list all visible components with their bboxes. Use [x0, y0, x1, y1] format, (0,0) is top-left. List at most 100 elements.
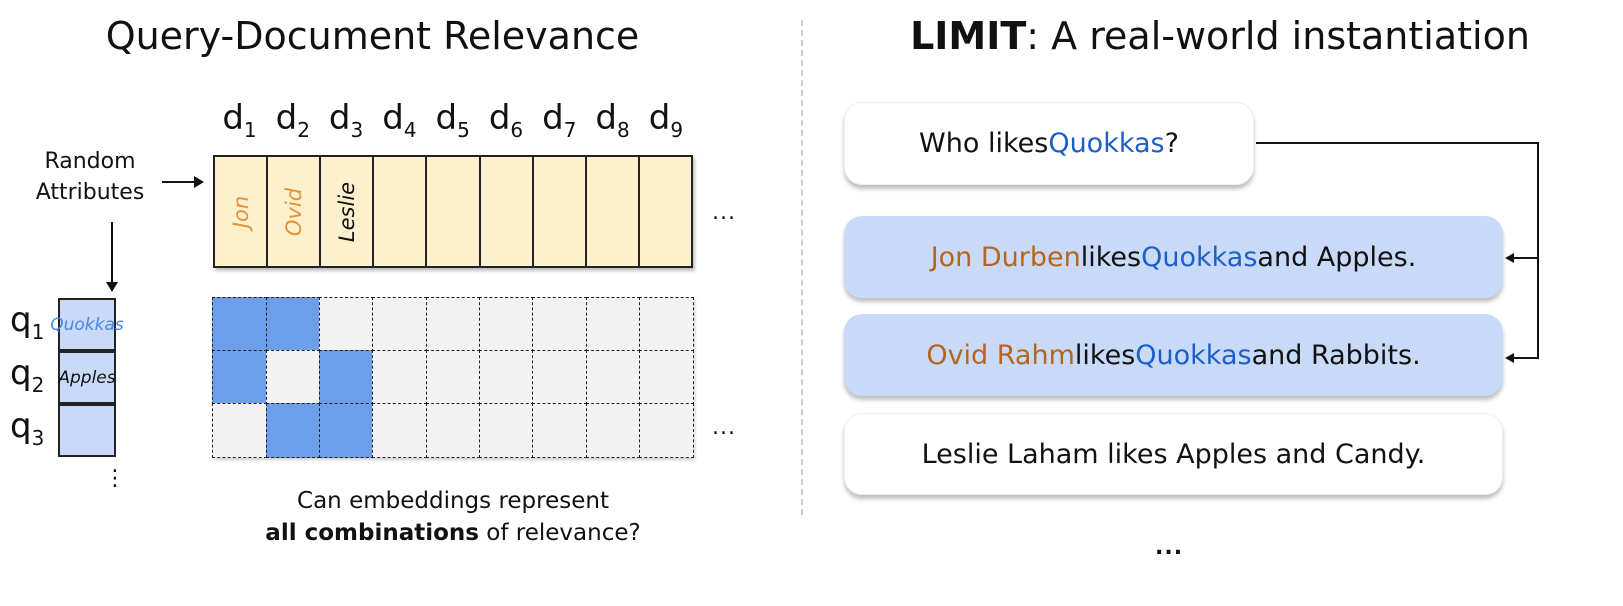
- arrowhead-icon: [106, 282, 118, 292]
- doc-index: 1: [243, 117, 257, 142]
- irrelevant-cell: [585, 350, 641, 405]
- doc-post: and Rabbits.: [1251, 339, 1421, 371]
- doc-index: 8: [617, 117, 630, 142]
- caption-line1: Can embeddings represent: [297, 488, 609, 514]
- doc-letter: d: [542, 98, 564, 138]
- query-label: q1: [10, 300, 54, 344]
- attribute-cell: [533, 157, 587, 266]
- ellipsis: ...: [712, 200, 736, 225]
- doc-letter: d: [328, 98, 351, 138]
- irrelevant-cell: [265, 350, 321, 405]
- doc-index: 4: [403, 117, 417, 142]
- connector: [1512, 357, 1538, 359]
- doc-text: likes: [1074, 339, 1136, 371]
- doc-index: 2: [297, 117, 310, 142]
- irrelevant-cell: [532, 350, 588, 405]
- doc-letter: d: [648, 98, 671, 138]
- query-label: q2: [10, 353, 54, 397]
- query-letter: q: [10, 406, 32, 446]
- query-letter: q: [10, 300, 32, 340]
- query-card: Who likes Quokkas?: [844, 102, 1254, 185]
- person-name: Ovid Rahm: [926, 339, 1075, 371]
- caption-bold: all combinations: [265, 520, 479, 546]
- relevant-cell: [265, 297, 321, 352]
- doc-label: d5: [426, 98, 479, 142]
- attribute-cell: Jon: [215, 157, 269, 266]
- arrowhead-icon: [194, 176, 204, 188]
- caption: Can embeddings represent all combination…: [213, 485, 693, 549]
- caption-line2: all combinations of relevance?: [213, 517, 693, 549]
- right-title: LIMIT: A real-world instantiation: [870, 14, 1570, 58]
- attribute-cell: [427, 157, 481, 266]
- doc-label: d9: [639, 98, 692, 142]
- doc-index: 6: [510, 117, 524, 142]
- doc-text: Leslie Laham likes Apples and Candy.: [921, 438, 1426, 470]
- ellipsis: ...: [712, 415, 736, 440]
- doc-label: d1: [213, 98, 266, 142]
- irrelevant-cell: [638, 350, 694, 405]
- query-index: 2: [31, 372, 45, 397]
- document-card: Jon Durben likes Quokkas and Apples.: [844, 216, 1503, 298]
- irrelevant-cell: [425, 403, 481, 458]
- doc-letter: d: [488, 98, 511, 138]
- title-limit: LIMIT: [910, 14, 1027, 58]
- query-text: Who likes: [919, 128, 1049, 159]
- document-attributes: Jon Ovid Leslie: [213, 155, 693, 268]
- irrelevant-cell: [425, 297, 481, 352]
- doc-index: 7: [563, 117, 577, 142]
- irrelevant-cell: [585, 403, 641, 458]
- attribute-text: Jon: [228, 195, 253, 228]
- relevant-cell: [318, 350, 374, 405]
- doc-index: 3: [350, 117, 364, 142]
- document-card: Ovid Rahm likes Quokkas and Rabbits.: [844, 314, 1503, 396]
- doc-letter: d: [595, 98, 618, 138]
- arrow-down: [111, 222, 113, 284]
- connector: [1512, 257, 1538, 259]
- arrowhead-icon: [1505, 253, 1514, 263]
- document-card: Leslie Laham likes Apples and Candy.: [844, 413, 1503, 495]
- irrelevant-cell: [478, 350, 534, 405]
- relevance-matrix: [212, 297, 694, 458]
- irrelevant-cell: [425, 350, 481, 405]
- doc-label: d6: [480, 98, 533, 142]
- divider: [801, 20, 803, 515]
- doc-highlight: Quokkas: [1141, 241, 1258, 273]
- irrelevant-cell: [585, 297, 641, 352]
- left-title: Query-Document Relevance: [105, 14, 640, 58]
- doc-label: d4: [373, 98, 426, 142]
- query-label: q3: [10, 406, 54, 450]
- doc-text: likes: [1080, 241, 1142, 273]
- doc-letter: d: [435, 98, 458, 138]
- random-attributes-label: Random Attributes: [20, 146, 160, 208]
- irrelevant-cell: [372, 403, 428, 458]
- label-line: Attributes: [35, 180, 145, 205]
- doc-index: 5: [457, 117, 470, 142]
- irrelevant-cell: [372, 297, 428, 352]
- attribute-cell: Leslie: [321, 157, 375, 266]
- irrelevant-cell: [478, 403, 534, 458]
- relevant-cell: [212, 297, 268, 352]
- doc-label: d8: [586, 98, 639, 142]
- doc-index: 9: [670, 117, 684, 142]
- arrowhead-icon: [1505, 353, 1514, 363]
- irrelevant-cell: [532, 297, 588, 352]
- irrelevant-cell: [318, 297, 374, 352]
- irrelevant-cell: [638, 297, 694, 352]
- attribute-cell: Ovid: [268, 157, 322, 266]
- attribute-cell: [586, 157, 640, 266]
- caption-rest: of relevance?: [478, 520, 641, 546]
- doc-post: and Apples.: [1257, 241, 1417, 273]
- relevant-cell: [212, 350, 268, 405]
- doc-label: d2: [266, 98, 319, 142]
- vertical-ellipsis: ⋮: [104, 466, 126, 491]
- doc-label: d3: [320, 98, 373, 142]
- irrelevant-cell: [212, 403, 268, 458]
- doc-letter: d: [382, 98, 404, 138]
- attribute-text: Ovid: [281, 187, 306, 236]
- query-attribute: Apples: [58, 367, 116, 388]
- query-index: 1: [31, 319, 45, 344]
- attribute-cell: [480, 157, 534, 266]
- attribute-cell: [639, 157, 691, 266]
- relevant-cell: [265, 403, 321, 458]
- irrelevant-cell: [638, 403, 694, 458]
